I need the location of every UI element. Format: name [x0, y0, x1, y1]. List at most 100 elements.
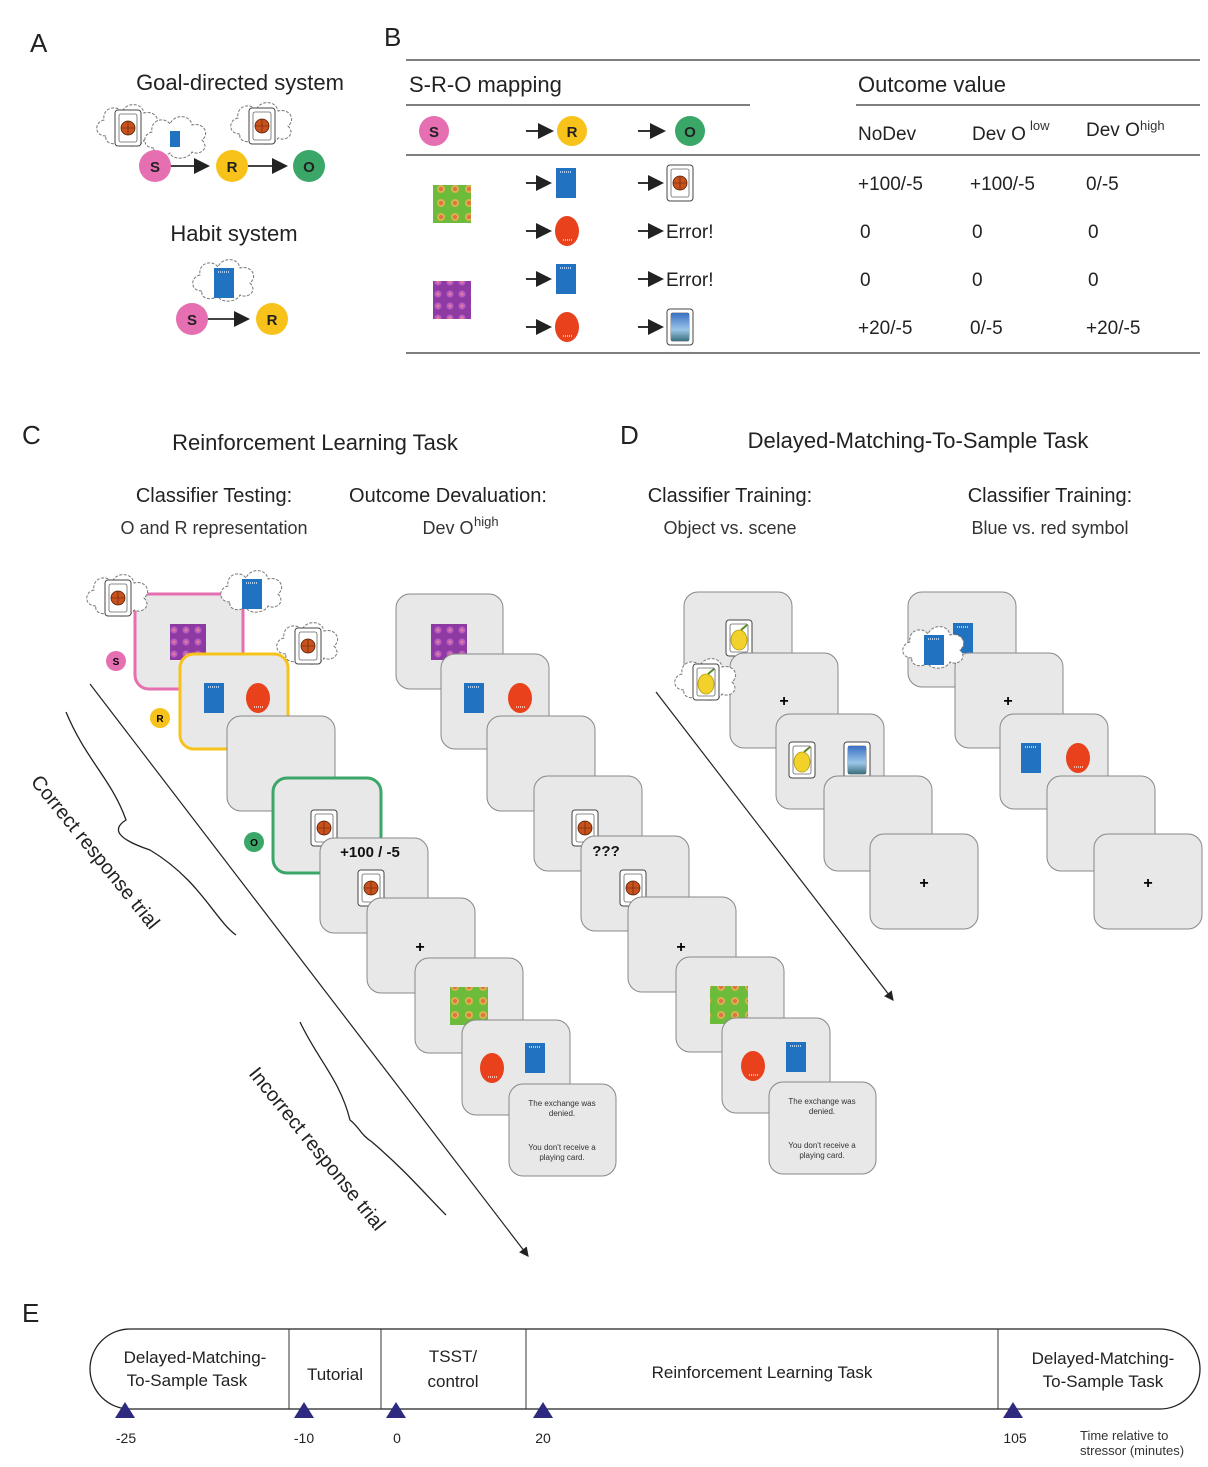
message-line: denied. [549, 1109, 575, 1118]
s-header-icon [419, 116, 449, 146]
blue-symbol-icon [203, 682, 225, 714]
panel-label-a: A [30, 28, 48, 58]
col-header-devhigh-sup: high [1140, 118, 1165, 133]
table-row: +20/-5 0/-5 +20/-5 [858, 318, 1140, 339]
panel-b: S-R-O mapping Outcome value S R O NoDev … [406, 59, 1200, 354]
correct-trial-label: Correct response trial [26, 771, 163, 933]
table-row: 0 0 0 [860, 270, 1099, 291]
message-line: denied. [809, 1107, 835, 1116]
rl-task-title: Reinforcement Learning Task [172, 430, 459, 455]
time-arrow [89, 683, 529, 1257]
fixation-cross: + [919, 875, 928, 892]
col-header-nodev: NoDev [858, 124, 917, 145]
o-header-label: O [684, 124, 696, 141]
time-tick-label: 20 [535, 1430, 551, 1446]
table-row: +100/-5 +100/-5 0/-5 [858, 174, 1119, 195]
table-cell: 0/-5 [1086, 174, 1119, 195]
timeline-segment-label: To-Sample Task [1043, 1372, 1164, 1391]
timeline-segment-label: Delayed-Matching- [124, 1348, 267, 1367]
trial-screen [1093, 833, 1203, 930]
correct-trial-brace [65, 711, 237, 936]
r-marker-label: R [156, 714, 164, 725]
basketball-icon [363, 880, 379, 896]
o-header-icon [675, 116, 705, 146]
r-node-label: R [267, 312, 278, 329]
time-tick-label: -10 [294, 1430, 314, 1446]
outcome-devaluation-text: Dev O [422, 518, 473, 538]
panel-label-c: C [22, 420, 41, 450]
s-marker [106, 651, 126, 671]
o-node-label: O [303, 159, 315, 176]
classifier-training-title-1: Classifier Training: [648, 485, 813, 507]
red-symbol-icon [479, 1052, 505, 1084]
time-marker-icon [1003, 1402, 1023, 1418]
basketball-icon [672, 175, 688, 191]
table-cell: 0 [860, 222, 871, 243]
sro-mapping-title: S-R-O mapping [409, 72, 562, 97]
timeline-segment-label: Reinforcement Learning Task [652, 1363, 873, 1382]
s-node [139, 150, 171, 182]
table-cell: 0 [972, 222, 983, 243]
time-marker-icon [533, 1402, 553, 1418]
o-node [293, 150, 325, 182]
table-cell: 0 [1088, 222, 1099, 243]
s-node-label: S [187, 312, 197, 329]
trial-screen [869, 833, 979, 930]
blue-symbol-icon [1020, 742, 1042, 774]
blue-symbol-icon [463, 682, 485, 714]
red-symbol-icon [554, 215, 580, 247]
red-symbol-icon [1065, 742, 1091, 774]
message-line: You don't receive a [528, 1143, 596, 1152]
feedback-message-screen [768, 1081, 877, 1175]
blue-symbol-icon [923, 634, 945, 666]
feedback-text: ??? [592, 843, 620, 860]
red-symbol-icon [554, 311, 580, 343]
message-line: The exchange was [788, 1097, 855, 1106]
r-marker [150, 708, 170, 728]
red-symbol-icon [245, 682, 271, 714]
basketball-icon [316, 820, 332, 836]
o-marker [244, 832, 264, 852]
panel-c: Reinforcement Learning Task Classifier T… [26, 430, 877, 1257]
r-node [216, 150, 248, 182]
fixation-cross: + [676, 939, 685, 956]
table-cell: +20/-5 [858, 318, 912, 339]
red-symbol-icon [740, 1050, 766, 1082]
feedback-message-screen [508, 1083, 617, 1177]
stimulus-green-icon [450, 987, 488, 1025]
panel-e: Delayed-Matching- To-Sample Task Tutoria… [89, 1328, 1201, 1458]
panel-a: Goal-directed system S R O Habit system … [96, 70, 344, 335]
outcome-devaluation-title: Outcome Devaluation: [349, 485, 547, 507]
scene-image-icon [848, 746, 866, 774]
table-cell: 0/-5 [970, 318, 1003, 339]
panel-label-e: E [22, 1298, 39, 1328]
blue-symbol-icon [555, 167, 577, 199]
table-cell: +100/-5 [858, 174, 923, 195]
col-header-devhigh: Dev O [1086, 120, 1140, 141]
timeline-segment-label: control [427, 1372, 478, 1391]
time-axis-label: Time relative to [1080, 1428, 1168, 1443]
time-arrow [655, 691, 894, 1001]
basketball-icon [110, 590, 126, 606]
classifier-training-title-2: Classifier Training: [968, 485, 1133, 507]
time-tick-label: -25 [116, 1430, 136, 1446]
basketball-icon [120, 120, 136, 136]
table-cell: +100/-5 [970, 174, 1035, 195]
s-node [176, 303, 208, 335]
r-node-label: R [227, 159, 238, 176]
s-node-label: S [150, 159, 160, 176]
fixation-cross: + [415, 939, 424, 956]
fixation-cross: + [1143, 875, 1152, 892]
scene-image-icon [671, 313, 689, 341]
basketball-icon [254, 118, 270, 134]
outcome-value-title: Outcome value [858, 72, 1006, 97]
basketball-icon [577, 820, 593, 836]
time-marker-icon [386, 1402, 406, 1418]
r-header-label: R [567, 124, 578, 141]
incorrect-trial-brace [299, 1021, 447, 1216]
table-cell: 0 [1088, 270, 1099, 291]
time-marker-icon [294, 1402, 314, 1418]
col-header-devlow: Dev O [972, 124, 1026, 145]
s-marker-label: S [113, 657, 120, 668]
time-tick-label: 105 [1003, 1430, 1027, 1446]
